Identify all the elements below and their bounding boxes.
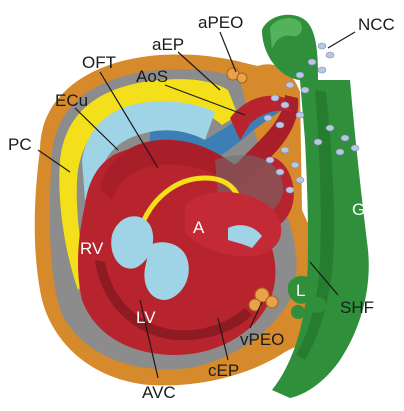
label-oft: OFT xyxy=(82,53,116,72)
label-aos: AoS xyxy=(136,67,168,86)
label-ncc: NCC xyxy=(358,15,395,34)
label-ecu: ECu xyxy=(55,91,88,110)
apeo-bulb xyxy=(237,73,247,83)
label-rv: RV xyxy=(80,239,104,258)
vpeo-bulb xyxy=(266,296,278,308)
liver-bud-lobe xyxy=(291,305,305,319)
label-a: A xyxy=(193,218,205,237)
label-apeo: aPEO xyxy=(198,13,243,32)
label-l: L xyxy=(296,281,305,300)
liver-bud-lobe xyxy=(310,297,326,313)
label-avc: AVC xyxy=(142,383,176,402)
label-aep: aEP xyxy=(152,35,184,54)
label-shf: SHF xyxy=(340,298,374,317)
label-pc: PC xyxy=(8,135,32,154)
label-g: G xyxy=(352,200,365,219)
label-lv: LV xyxy=(136,308,156,327)
leader-ncc xyxy=(328,32,355,48)
label-cep: cEP xyxy=(208,361,239,380)
label-vpeo: vPEO xyxy=(240,330,284,349)
